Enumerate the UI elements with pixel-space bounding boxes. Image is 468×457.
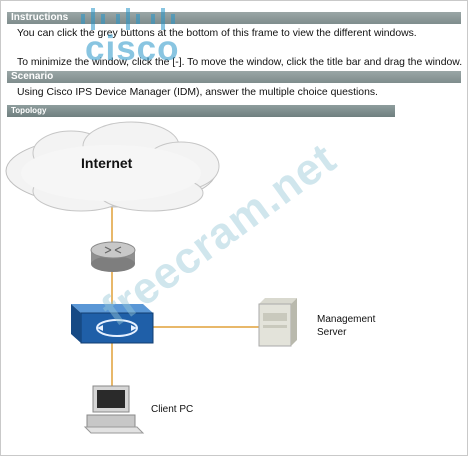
scenario-text: Using Cisco IPS Device Manager (IDM), an… <box>17 87 378 98</box>
management-label-line1: Management <box>317 314 376 325</box>
topology-header: Topology <box>7 105 395 117</box>
cisco-logo-icon <box>81 8 175 30</box>
instructions-line-1: You can click the grey buttons at the bo… <box>17 28 417 39</box>
management-label-line2: Server <box>317 327 347 338</box>
internet-label: Internet <box>81 155 133 171</box>
cisco-logo-text: cisco <box>85 29 180 68</box>
client-pc-label: Client PC <box>151 404 194 415</box>
internet-cloud-icon <box>5 121 220 212</box>
ips-sensor-icon <box>71 304 154 344</box>
server-icon <box>258 298 297 347</box>
client-pc-icon <box>83 385 145 434</box>
instructions-header: Instructions <box>7 12 461 24</box>
instructions-line-2: To minimize the window, click the [-]. T… <box>17 57 463 68</box>
scenario-header: Scenario <box>7 71 461 83</box>
router-icon <box>90 241 136 272</box>
